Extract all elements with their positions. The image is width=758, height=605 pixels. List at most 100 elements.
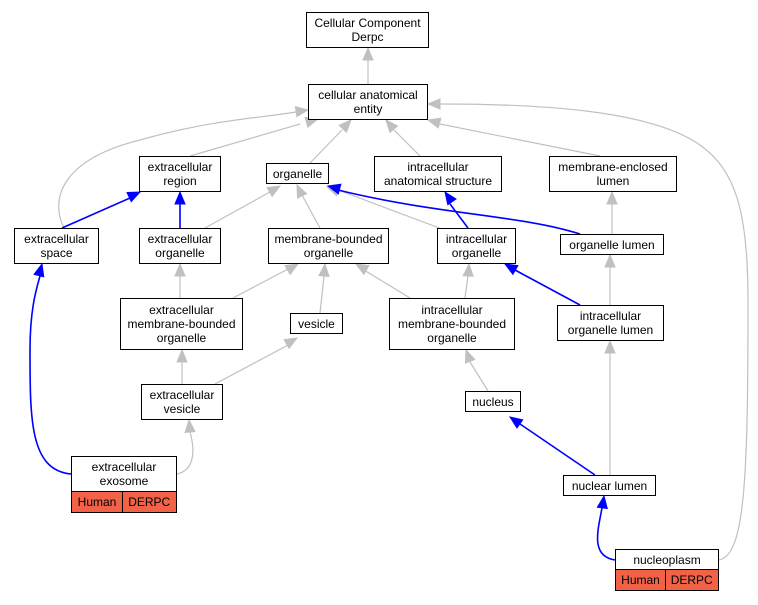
arrowhead [318, 262, 330, 277]
edge-line [176, 431, 194, 475]
edge-np-to-nl [596, 494, 616, 561]
arrowhead [596, 494, 608, 510]
edge-line [337, 189, 581, 235]
edge-line [204, 191, 271, 229]
edge-line [61, 197, 131, 229]
edge-ev-to-ves [214, 337, 299, 385]
node-extracellular-space[interactable]: extracellular space [14, 228, 99, 264]
node-cellular-anatomical-entity[interactable]: cellular anatomical entity [308, 84, 428, 120]
arrowhead [283, 337, 299, 350]
edge-cae-to-cc [362, 46, 374, 84]
node-cellular-component[interactable]: Cellular Component Derpc [306, 12, 429, 48]
edge-eo-to-org [204, 185, 282, 229]
edge-iol-to-ol [604, 253, 616, 305]
edge-nl-to-nuc [508, 416, 596, 476]
edge-mbo-to-org [296, 183, 321, 229]
edge-line [514, 269, 581, 306]
badge-human: Human [71, 491, 123, 513]
edge-exo-to-ev [176, 418, 196, 475]
edge-line [439, 103, 749, 561]
node-extracellular-membrane-bounded-organelle[interactable]: extracellular membrane-bounded organelle [120, 298, 243, 350]
badge-derpc: DERPC [664, 569, 719, 591]
arrowhead [284, 263, 300, 276]
edge-emb-to-eo [174, 262, 186, 298]
node-vesicle[interactable]: vesicle [290, 313, 343, 334]
edge-line [232, 267, 291, 299]
arrowhead [444, 190, 457, 206]
arrowhead [266, 185, 282, 198]
edge-line [363, 269, 411, 299]
badge-derpc: DERPC [121, 491, 177, 513]
edge-line [393, 129, 421, 157]
arrowhead [176, 348, 188, 363]
edge-line [58, 111, 297, 229]
edge-imb-to-io [462, 262, 474, 299]
arrowhead [33, 262, 45, 278]
edge-io-to-org [325, 185, 451, 233]
edge-es-to-er [61, 191, 142, 229]
arrowhead [462, 262, 474, 277]
node-membrane-bounded-organelle[interactable]: membrane-bounded organelle [268, 228, 389, 264]
arrowhead [126, 191, 142, 203]
node-nucleoplasm[interactable]: nucleoplasm [615, 549, 719, 570]
edge-ol-to-org [326, 183, 581, 235]
node-extracellular-organelle[interactable]: extracellular organelle [139, 228, 221, 264]
edge-mel-to-cae [426, 117, 601, 157]
arrowhead [426, 98, 441, 110]
arrowhead [296, 183, 308, 199]
edge-line [319, 275, 325, 314]
arrowhead [338, 119, 352, 134]
node-organelle[interactable]: organelle [266, 163, 329, 184]
edge-emb-to-mbo [232, 263, 300, 299]
arrowhead [606, 190, 618, 205]
arrowhead [294, 106, 310, 118]
edge-io-to-ias [444, 190, 469, 229]
edge-iol-to-io [503, 263, 581, 306]
node-intracellular-anatomical-structure[interactable]: intracellular anatomical structure [374, 156, 502, 192]
arrowhead [184, 418, 196, 433]
edge-ev-to-emb [176, 348, 188, 384]
edge-nuc-to-imb [464, 348, 489, 392]
edge-line [464, 275, 469, 299]
arrowhead [354, 263, 370, 276]
node-nuclear-lumen[interactable]: nuclear lumen [563, 475, 656, 496]
edge-nl-to-iol [604, 339, 616, 475]
edge-line [469, 361, 489, 392]
edge-ol-to-mel [606, 190, 618, 234]
node-membrane-enclosed-lumen[interactable]: membrane-enclosed lumen [549, 156, 677, 192]
arrowhead [326, 183, 342, 195]
edge-line [301, 194, 321, 229]
arrowhead [464, 348, 476, 364]
edge-line [449, 203, 469, 229]
node-extracellular-vesicle[interactable]: extracellular vesicle [141, 384, 223, 420]
arrowhead [508, 416, 524, 429]
edge-es-to-cae [58, 106, 310, 229]
arrowhead [503, 263, 519, 276]
arrowhead [174, 190, 186, 205]
edge-line [439, 123, 601, 157]
edge-line [519, 423, 596, 476]
edges [29, 46, 749, 561]
node-extracellular-exosome[interactable]: extracellular exosome [71, 456, 177, 492]
edge-line [214, 343, 291, 385]
node-organelle-lumen[interactable]: organelle lumen [560, 234, 664, 255]
edge-eo-to-er [174, 190, 186, 228]
edge-exo-to-es [29, 262, 72, 475]
edge-org-to-cae [309, 119, 352, 164]
node-intracellular-organelle-lumen[interactable]: intracellular organelle lumen [557, 305, 664, 341]
node-extracellular-region[interactable]: extracellular region [139, 156, 221, 192]
edge-imb-to-mbo [354, 263, 411, 299]
node-intracellular-membrane-bounded-organelle[interactable]: intracellular membrane-bounded organelle [389, 298, 515, 350]
edge-np-to-cae [426, 98, 749, 561]
edge-line [596, 507, 616, 561]
node-nucleus[interactable]: nucleus [465, 391, 521, 412]
edge-line [29, 275, 72, 475]
edge-line [337, 189, 451, 233]
arrowhead [174, 262, 186, 277]
arrowhead [604, 339, 616, 354]
edge-ias-to-cae [385, 119, 421, 157]
node-intracellular-organelle[interactable]: intracellular organelle [437, 228, 516, 264]
